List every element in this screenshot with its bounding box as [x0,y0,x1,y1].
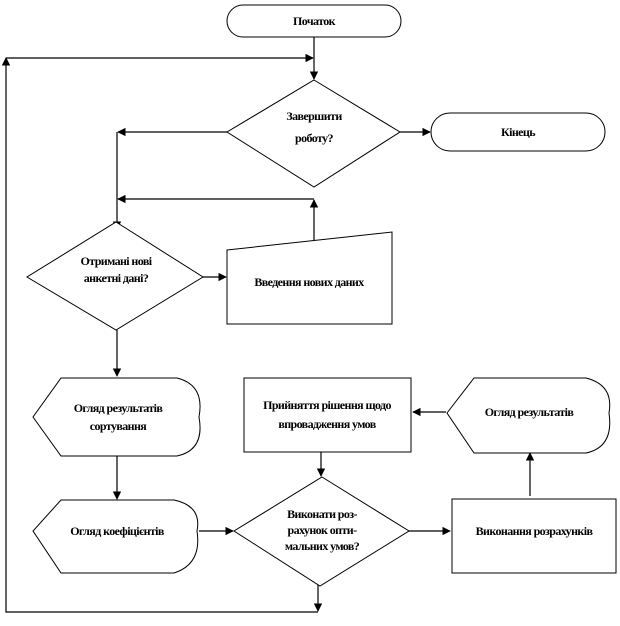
node-review-sorting[interactable]: Огляд результатів сортування [32,377,201,457]
node-review-results-label: Огляд результатів [485,405,575,419]
node-decision-process-line-2: впровадження умов [278,417,376,431]
node-end-label: Кінець [501,125,536,139]
node-input-data[interactable]: Введення нових даних [226,231,393,325]
node-calculations[interactable]: Виконання розрахунків [451,498,617,574]
node-calc-decision-line-2: рахунок опти- [288,523,358,537]
node-input-data-label: Введення нових даних [254,275,364,289]
node-new-data-decision-line-2: анкетні дані? [84,271,149,285]
node-review-coefficients[interactable]: Огляд коефіцієнтів [32,499,199,574]
node-calc-decision[interactable]: Виконати роз- рахунок опти- мальних умов… [233,476,410,587]
node-review-results[interactable]: Огляд результатів [446,377,611,454]
node-end[interactable]: Кінець [430,112,606,152]
node-decision-process-line-1: Прийняття рішення щодо [263,398,391,412]
node-new-data-decision[interactable]: Отримані нові анкетні дані? [26,221,204,331]
node-review-sorting-line-2: сортування [90,419,147,433]
node-start[interactable]: Початок [226,4,402,38]
node-start-label: Початок [293,14,336,28]
connectors [1,37,535,613]
node-review-coefficients-label: Огляд коефіцієнтів [70,524,165,538]
edge-loop-bottom-to-top [1,57,318,613]
node-calc-decision-line-1: Виконати роз- [287,507,357,521]
node-review-sorting-line-1: Огляд результатів [74,401,164,415]
node-finish-decision-line-1: Завершити [286,109,342,123]
node-finish-decision[interactable]: Завершити роботу? [226,79,401,188]
node-decision-process[interactable]: Прийняття рішення щодо впровадження умов [243,377,412,453]
node-new-data-decision-line-1: Отримані нові [81,254,153,268]
node-calculations-label: Виконання розрахунків [476,524,594,538]
node-calc-decision-line-3: мальних умов? [285,539,360,553]
node-finish-decision-line-2: роботу? [295,131,333,145]
